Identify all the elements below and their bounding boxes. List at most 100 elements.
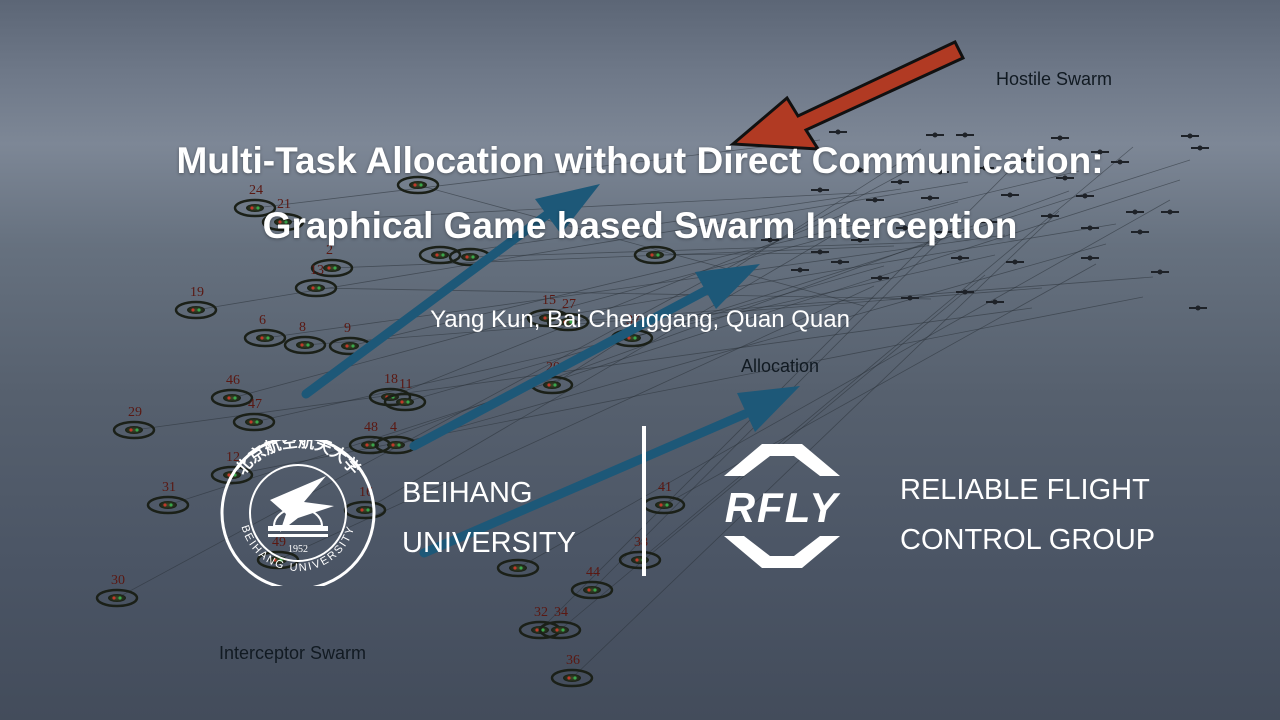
hostile-drone <box>866 197 884 203</box>
drone-id-label: 2 <box>326 243 333 258</box>
hostile-drone <box>1056 175 1074 181</box>
hostile-drone <box>851 237 869 243</box>
interceptor-drones: 2421213196891527371811204647294841231164… <box>95 175 686 688</box>
hostile-drone <box>956 289 974 295</box>
rfly-logo-text: RFLY <box>725 484 842 531</box>
interceptor-drone: 44 <box>570 565 614 600</box>
hostile-drone <box>891 179 909 185</box>
drone-id-label: 18 <box>384 372 398 387</box>
drone-id-label: 30 <box>111 573 125 588</box>
hostile-drone <box>1111 159 1129 165</box>
trajectory-line <box>277 285 875 561</box>
interceptor-drone: 30 <box>95 573 139 608</box>
interceptor-drone: 36 <box>550 653 594 688</box>
rfly-name: RELIABLE FLIGHT CONTROL GROUP <box>900 465 1155 565</box>
hostile-drone <box>1181 133 1199 139</box>
trajectory-line <box>349 170 1080 347</box>
svg-text:北京航空航天大学: 北京航空航天大学 <box>232 440 364 478</box>
hostile-drone <box>896 225 914 231</box>
drone-id-label: 8 <box>299 320 306 335</box>
title-line-1: Multi-Task Allocation without Direct Com… <box>176 140 1104 181</box>
seal-year: 1952 <box>288 544 308 555</box>
hostile-swarm-label: Hostile Swarm <box>996 69 1113 89</box>
trajectory-line <box>364 232 838 511</box>
hostile-drone <box>936 229 954 235</box>
trajectory-line <box>315 287 932 300</box>
allocation-arrow-3-head <box>737 386 800 432</box>
trajectory-line <box>469 241 939 258</box>
hostile-drone <box>761 237 779 243</box>
allocation-arrows <box>301 184 800 558</box>
trajectory-line <box>654 252 828 256</box>
hostile-drone <box>976 165 994 171</box>
trajectory-line <box>539 221 949 631</box>
trajectory-line <box>304 287 1043 346</box>
interceptor-drone: 29 <box>112 405 156 440</box>
drone-id-label: 9 <box>344 321 351 336</box>
beihang-name: BEIHANG UNIVERSITY <box>402 468 576 568</box>
beihang-line-1: BEIHANG <box>402 477 533 509</box>
allocation-arrow-3 <box>419 409 750 558</box>
allocation-label: Allocation <box>741 356 820 376</box>
trajectory-line <box>264 234 1006 339</box>
interceptor-drone <box>496 558 540 578</box>
hostile-drone <box>1051 135 1069 141</box>
trajectory-line <box>389 212 848 398</box>
trajectory-line <box>417 184 865 307</box>
drone-id-label: 4 <box>390 420 397 435</box>
trajectory-line <box>571 210 1060 679</box>
hostile-drone <box>1076 193 1094 199</box>
hostile-drone <box>851 167 869 173</box>
drone-id-label: 11 <box>399 377 412 392</box>
hostile-drone <box>831 259 849 265</box>
beihang-seal-logo: 北京航空航天大学 BEIHANG UNIVERSITY 1952 <box>220 440 376 586</box>
drone-id-label: 41 <box>658 480 672 495</box>
trajectory-line <box>547 223 1117 319</box>
hostile-drone <box>1126 209 1144 215</box>
hostile-drone <box>1189 305 1207 311</box>
rfly-logo: RFLY <box>724 444 842 568</box>
hostile-drone <box>1191 145 1209 151</box>
drone-id-label: 15 <box>542 293 556 308</box>
drone-id-label: 36 <box>566 653 580 668</box>
interceptor-drone: 2 <box>310 243 354 278</box>
hostile-drone <box>829 129 847 135</box>
hostile-drone <box>1091 149 1109 155</box>
hostile-drone <box>1041 213 1059 219</box>
hostile-drone <box>986 299 1004 305</box>
allocation-arrow-2-head <box>695 264 760 309</box>
hostile-drone <box>791 267 809 273</box>
interceptor-drone: 8 <box>283 320 327 355</box>
hostile-drone <box>981 219 999 225</box>
trajectory-line <box>231 296 1144 476</box>
interceptor-drone: 47 <box>232 397 276 432</box>
drone-id-label: 31 <box>162 480 176 495</box>
trajectory-line <box>133 307 1033 431</box>
trajectory-line <box>663 263 1097 506</box>
interceptor-drone: 27 <box>546 297 590 332</box>
drone-id-label: 32 <box>534 605 548 620</box>
interceptor-drone: 11 <box>383 377 427 412</box>
interceptor-swarm-label: Interceptor Swarm <box>219 643 367 663</box>
hostile-drone <box>931 169 949 175</box>
trajectory-line <box>231 201 959 399</box>
drone-id-label: 34 <box>554 605 568 620</box>
trajectory-line <box>439 188 902 256</box>
hostile-drone <box>1006 259 1024 265</box>
interceptor-drone <box>418 245 462 265</box>
trajectory-line <box>395 243 1107 446</box>
drone-id-label: 12 <box>226 450 240 465</box>
seal-chinese-text: 北京航空航天大学 <box>232 440 364 478</box>
interceptor-drone: 4 <box>374 420 418 455</box>
beihang-line-2: UNIVERSITY <box>402 527 577 559</box>
trajectory-line <box>331 245 895 269</box>
hostile-drone <box>1081 225 1099 231</box>
hostile-drone <box>1151 269 1169 275</box>
drone-id-label: 47 <box>248 397 262 412</box>
rfly-line-2: CONTROL GROUP <box>900 524 1156 556</box>
authors: Yang Kun, Bai Chenggang, Quan Quan <box>430 306 850 333</box>
trajectory-line <box>254 139 821 209</box>
hostile-drone <box>811 249 829 255</box>
hostile-drone <box>1161 209 1179 215</box>
